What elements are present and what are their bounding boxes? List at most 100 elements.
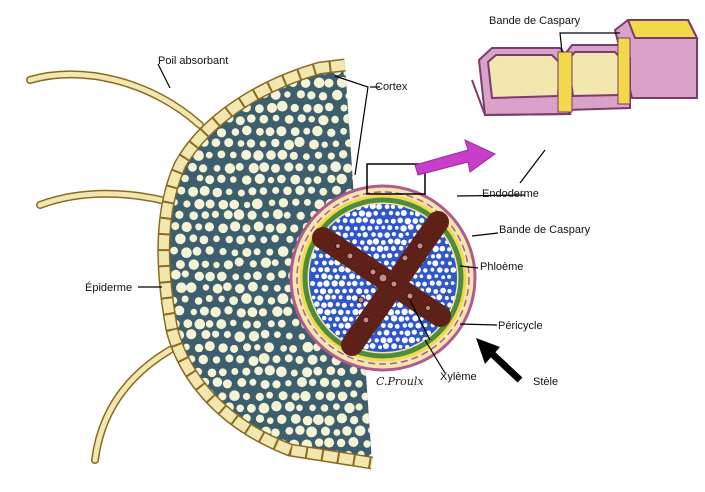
cortex-cell [207, 78, 217, 88]
cortex-cell [205, 175, 215, 185]
cortex-cell [327, 152, 335, 160]
cortex-cell [361, 149, 371, 159]
cortex-cell [284, 162, 294, 172]
cortex-cell [236, 404, 244, 413]
cortex-cell [223, 330, 231, 339]
cortex-cell [259, 451, 269, 462]
cortex-cell [186, 91, 197, 101]
phloem-cell [332, 323, 337, 327]
cortex-cell [324, 415, 335, 426]
cortex-cell [214, 91, 221, 98]
cortex-cell [241, 293, 252, 304]
phloem-cell [356, 303, 362, 308]
cortex-cell [217, 150, 226, 159]
cortex-cell [277, 319, 286, 328]
cortex-cell [243, 201, 251, 209]
phloem-cell [369, 343, 376, 349]
phloem-cell [365, 211, 372, 218]
phloem-cell [316, 308, 324, 315]
cortex-cell [313, 77, 325, 89]
phloem-cell [324, 294, 331, 301]
cortex-cell [266, 391, 273, 399]
cortex-cell [216, 319, 227, 330]
phloem-cell [447, 344, 453, 351]
phloem-cell [358, 210, 366, 217]
cortex-cell [307, 354, 318, 365]
cortex-cell [284, 401, 295, 412]
cortex-cell [251, 198, 263, 210]
cortex-cell [258, 402, 270, 414]
cortex-cell [242, 367, 251, 376]
phloem-cell [419, 331, 424, 336]
cortex-cell [201, 211, 210, 219]
phloem-cell [335, 330, 341, 336]
cortex-cell [308, 378, 317, 387]
cortex-cell [177, 186, 186, 195]
cortex-cell [212, 283, 223, 294]
cortex-cell [199, 164, 208, 173]
phloem-cell [345, 226, 350, 231]
cortex-cell [229, 199, 239, 210]
cortex-cell [186, 282, 197, 293]
cortex-cell [242, 320, 251, 329]
cortex-cell [303, 198, 311, 206]
label-bande-caspary: Bande de Caspary [499, 224, 591, 236]
cortex-cell [331, 379, 341, 388]
cortex-cell [259, 140, 267, 148]
cortex-cell [235, 162, 244, 171]
cortex-cell [170, 246, 179, 255]
cortex-cell [232, 273, 240, 281]
phloem-cell [352, 239, 357, 245]
cortex-cell [231, 249, 239, 257]
cortex-cell [262, 211, 270, 219]
phloem-cell [387, 337, 393, 343]
phloem-cell [338, 266, 345, 273]
phloem-cell [391, 261, 396, 266]
cortex-cell [277, 149, 288, 160]
phloem-cell [388, 210, 394, 216]
cortex-cell [224, 163, 236, 174]
cortex-cell [205, 246, 214, 255]
cortex-cell [368, 404, 372, 413]
phloem-cell [374, 225, 379, 230]
cortex-cell [174, 305, 185, 316]
cortex-cell [303, 104, 312, 113]
cortex-cell [291, 392, 300, 401]
cortex-cell [182, 438, 192, 447]
cortex-cell [194, 271, 204, 281]
phloem-cell [384, 232, 391, 238]
cortex-cell [224, 449, 234, 459]
phloem-cell [394, 238, 401, 245]
phloem-cell [380, 337, 387, 344]
cortex-cell [182, 414, 193, 425]
cortex-cell [242, 224, 251, 233]
phloem-cell [357, 232, 362, 237]
cortex-cell [175, 260, 185, 269]
phloem-cell [367, 225, 373, 231]
cortex-cell [361, 392, 370, 401]
cortex-cell [260, 257, 272, 268]
phloem-cell [430, 267, 435, 272]
cortex-cell [313, 103, 324, 114]
cortex-cell [318, 115, 329, 126]
cortex-cell [258, 308, 268, 317]
phloem-cell [338, 309, 344, 316]
cortex-cell [290, 103, 299, 113]
cortex-cell [222, 89, 232, 99]
phloem-cell [356, 275, 361, 280]
endodermis-cells [296, 191, 470, 365]
cortex-cell [278, 270, 287, 279]
cortex-cell [194, 297, 203, 305]
cortex-cell [199, 185, 210, 196]
cortex-cell [285, 380, 292, 387]
phloem-cell [444, 268, 449, 273]
cortex-cell [243, 272, 251, 280]
cortex-cell [198, 354, 208, 365]
phloem-cell [447, 274, 452, 279]
cortex-cell [183, 79, 190, 86]
phloem-cell [314, 301, 320, 307]
phloem-cell [429, 280, 435, 286]
phloem-cell [448, 261, 452, 266]
cortex-cell [233, 209, 245, 220]
